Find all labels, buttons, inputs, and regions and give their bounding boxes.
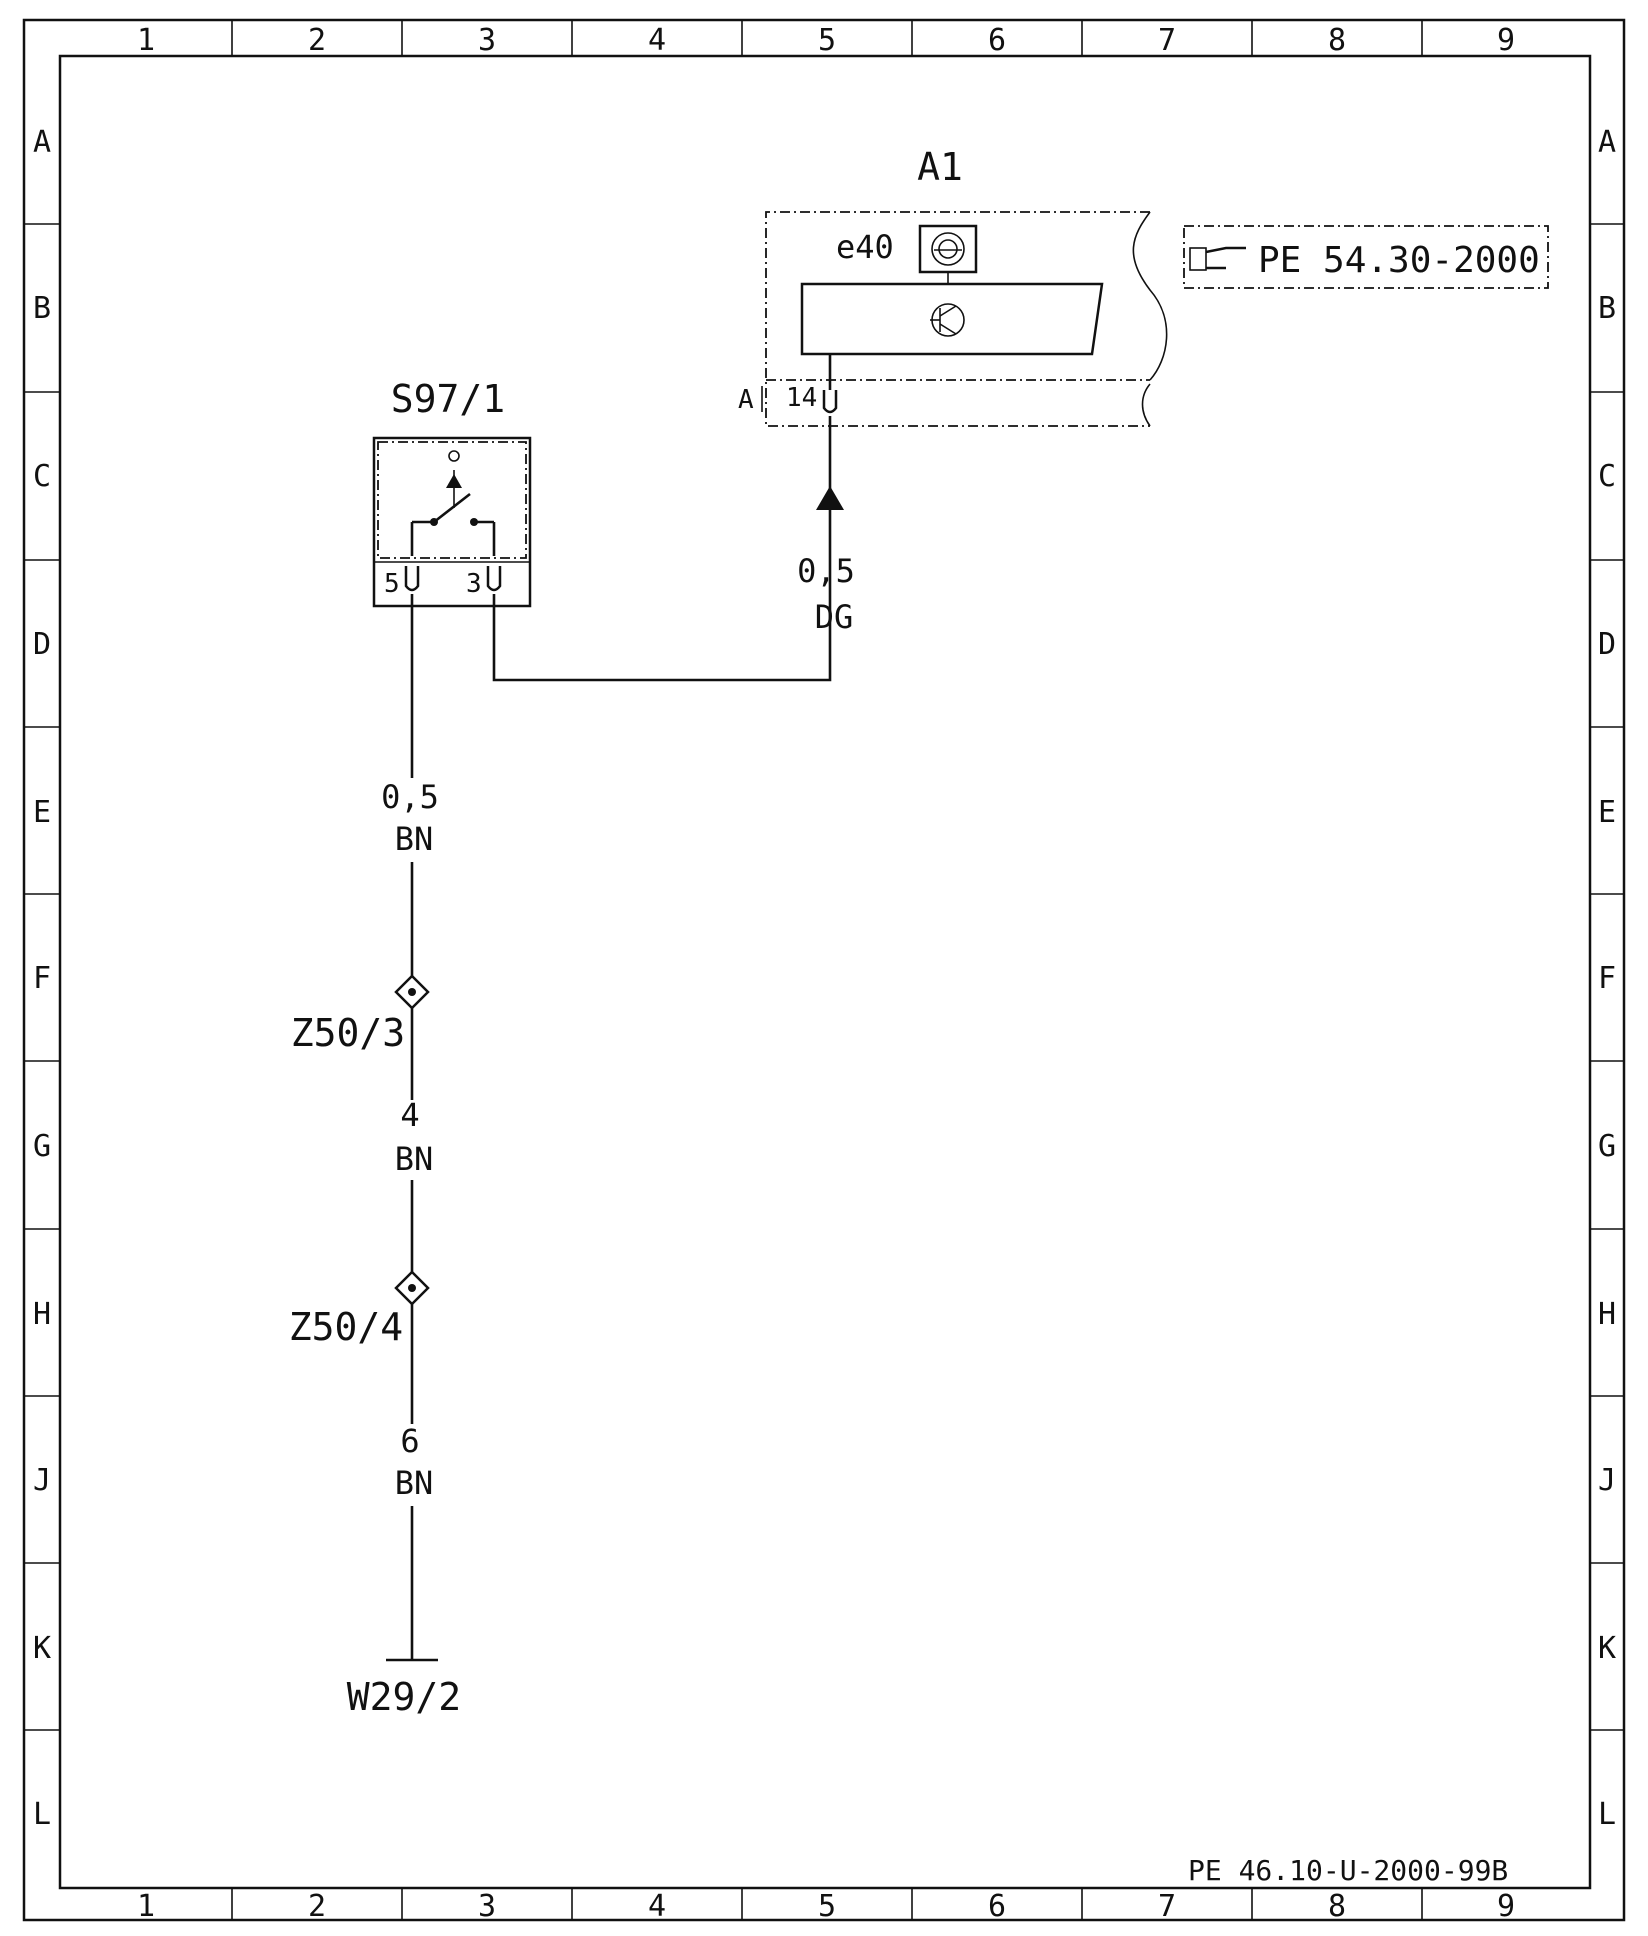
a1-connector-label: A (738, 385, 754, 415)
a1-outline (765, 211, 1150, 427)
row-label: K (33, 1631, 51, 1666)
wire-bn-1-size: 0,5 (381, 778, 439, 816)
splice-z50-3-label: Z50/3 (291, 1011, 405, 1055)
row-label: L (33, 1797, 51, 1832)
row-label: G (1598, 1129, 1616, 1164)
col-label: 8 (1328, 1889, 1346, 1924)
row-label: A (33, 125, 51, 160)
row-label: A (1598, 125, 1616, 160)
pointing-hand-icon (1189, 246, 1246, 271)
grid-rows-right: A B C D E F G H J K L (1590, 125, 1624, 1832)
transistor-symbol-icon (930, 303, 965, 337)
splice-z50-4-icon (394, 1270, 430, 1306)
row-label: F (33, 961, 51, 996)
col-label: 7 (1158, 23, 1176, 58)
ground-w29-2-label: W29/2 (347, 1675, 461, 1719)
col-label: 2 (308, 1889, 326, 1924)
splice-z50-3-icon (394, 974, 430, 1010)
col-label: 2 (308, 23, 326, 58)
a1-pin-14-label: 14 (786, 383, 817, 413)
row-label: J (33, 1463, 51, 1498)
row-label: E (33, 795, 51, 830)
col-label: 1 (137, 1889, 155, 1924)
component-a1-label: A1 (917, 145, 963, 189)
wire-bn-chain: 0,5 BN Z50/3 4 BN Z50/4 6 BN W29/2 (289, 594, 461, 1719)
row-label: B (33, 291, 51, 326)
col-label: 6 (988, 23, 1006, 58)
steering-wheel-icon (918, 224, 978, 274)
wire-bn-2-size: 4 (400, 1096, 419, 1134)
s97-pin-3-label: 3 (466, 569, 482, 599)
drawing-frame (22, 18, 1626, 1922)
row-label: J (1598, 1463, 1616, 1498)
wire-dg-size: 0,5 (797, 552, 855, 590)
col-label: 9 (1497, 23, 1515, 58)
row-label: C (33, 459, 51, 494)
wire-bn-3-color: BN (395, 1464, 434, 1502)
row-label: L (1598, 1797, 1616, 1832)
a1-connector-break-line (1141, 383, 1151, 427)
arrow-up-icon (816, 486, 844, 510)
row-label: D (1598, 627, 1616, 662)
s97-pin-3-terminal (486, 566, 502, 592)
col-label: 3 (478, 23, 496, 58)
switch-contact-icon (410, 450, 496, 556)
component-s97-1-label: S97/1 (391, 377, 505, 421)
grid-rows-left: A B C D E F G H J K L (24, 125, 60, 1832)
a1-break-line (1132, 211, 1168, 381)
wire-bn-1-color: BN (395, 820, 434, 858)
col-label: 6 (988, 1889, 1006, 1924)
splice-z50-4-label: Z50/4 (289, 1305, 403, 1349)
row-label: H (33, 1297, 51, 1332)
a1-module-block (800, 282, 1104, 356)
col-label: 4 (648, 23, 666, 58)
grid-columns-top: 1 2 3 4 5 6 7 8 9 (137, 20, 1515, 58)
component-e40-label: e40 (836, 228, 894, 266)
row-label: D (33, 627, 51, 662)
wire-bn-2-color: BN (395, 1140, 434, 1178)
row-label: F (1598, 961, 1616, 996)
col-label: 1 (137, 23, 155, 58)
reference-text: PE 54.30-2000 (1258, 240, 1540, 281)
document-code: PE 46.10-U-2000-99B (1188, 1854, 1508, 1887)
wire-dg: 0,5 DG (492, 416, 855, 682)
col-label: 9 (1497, 1889, 1515, 1924)
wire-dg-color: DG (815, 598, 854, 636)
reference-box: PE 54.30-2000 (1183, 225, 1549, 289)
row-label: C (1598, 459, 1616, 494)
col-label: 7 (1158, 1889, 1176, 1924)
component-s97-1: S97/1 5 3 (372, 377, 532, 608)
row-label: K (1598, 1631, 1616, 1666)
component-a1: A1 e40 A 14 (738, 145, 1168, 427)
grid-columns-bottom: 1 2 3 4 5 6 7 8 9 (137, 1888, 1515, 1924)
row-label: E (1598, 795, 1616, 830)
col-label: 3 (478, 1889, 496, 1924)
col-label: 8 (1328, 23, 1346, 58)
row-label: G (33, 1129, 51, 1164)
row-label: H (1598, 1297, 1616, 1332)
row-label: B (1598, 291, 1616, 326)
col-label: 5 (818, 23, 836, 58)
s97-pin-5-label: 5 (384, 569, 400, 599)
a1-pin-14-terminal (822, 390, 838, 414)
wire-bn-3-size: 6 (400, 1422, 419, 1460)
col-label: 4 (648, 1889, 666, 1924)
col-label: 5 (818, 1889, 836, 1924)
s97-pin-5-terminal (404, 566, 420, 592)
